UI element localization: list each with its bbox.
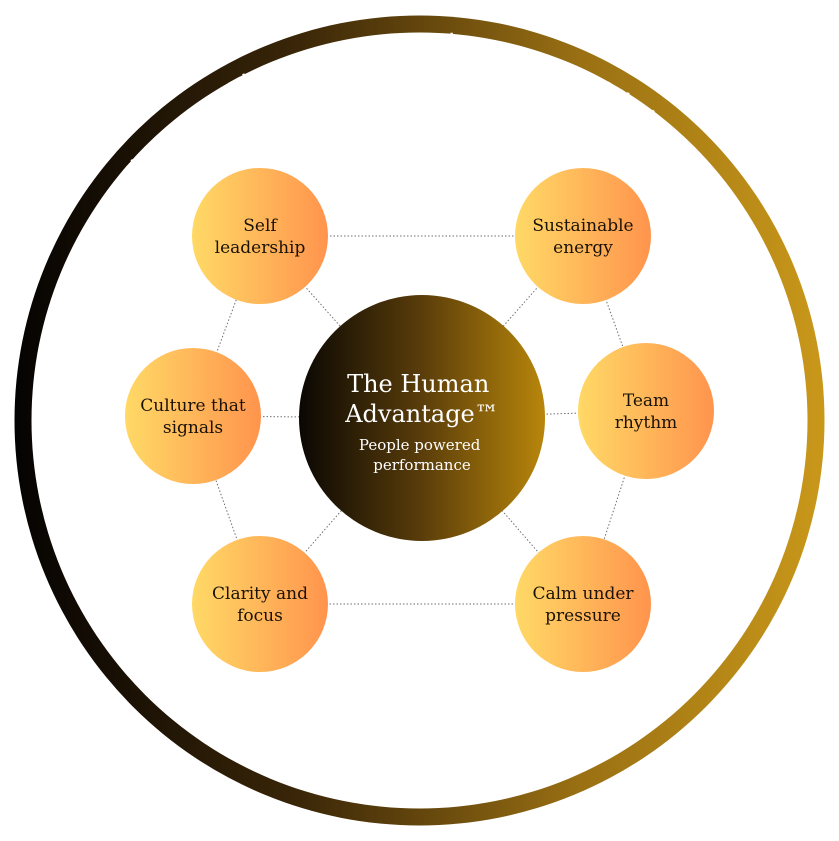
node-label-line: Culture that (140, 396, 246, 416)
node-circle (192, 168, 328, 304)
ring-word-results: Results (27, 373, 60, 466)
node-circle (515, 536, 651, 672)
hub: The Human Advantage™ People powered perf… (299, 295, 545, 541)
node-label-line: focus (237, 606, 283, 626)
hub-subtitle-line-1: People powered (359, 436, 481, 454)
node-label-line: Calm under (532, 584, 634, 604)
node-label-line: signals (163, 418, 223, 438)
connector-spoke (421, 417, 584, 605)
node-label-line: energy (553, 238, 613, 258)
hub-title: The Human Advantage™ (344, 370, 499, 428)
node-label-line: Sustainable (532, 216, 633, 236)
hub-subtitle-line-2: performance (373, 456, 471, 474)
node-circle (515, 168, 651, 304)
node-circle (578, 343, 714, 479)
node-label-line: Clarity and (212, 584, 308, 604)
node-circle (125, 348, 261, 484)
hub-title-line-2: Advantage™ (344, 400, 499, 428)
hub-circle (299, 295, 545, 541)
node-label-line: leadership (215, 238, 306, 258)
node-label-line: Self (243, 216, 278, 236)
connector-spoke (259, 417, 423, 605)
node-circle (192, 536, 328, 672)
node-label-line: Team (623, 391, 669, 411)
node-label-line: pressure (545, 606, 621, 626)
node-label-line: rhythm (615, 413, 678, 433)
hub-title-line-1: The Human (347, 370, 489, 398)
hub-subtitle: People powered performance (359, 436, 485, 474)
